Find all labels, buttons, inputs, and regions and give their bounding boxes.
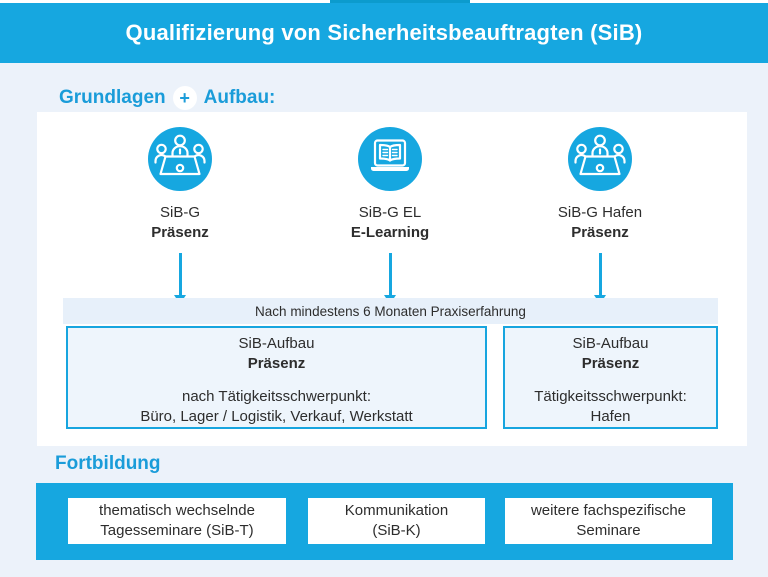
aufbau-label: Aufbau: xyxy=(203,87,276,108)
aufbau-box-general: SiB-Aufbau Präsenz nach Tätigkeitsschwer… xyxy=(66,326,487,429)
aufbau-format: Präsenz xyxy=(581,355,640,372)
seminar-line: Seminare xyxy=(576,522,641,539)
aufbau-focus-label: nach Tätigkeitsschwerpunkt: xyxy=(182,388,371,405)
plus-icon: + xyxy=(172,86,197,110)
aufbau-focus-label: Tätigkeitsschwerpunkt: xyxy=(534,388,687,405)
page-title: Qualifizierung von Sicherheitsbeauftragt… xyxy=(125,20,643,45)
aufbau-focus-values: Büro, Lager / Logistik, Verkauf, Werksta… xyxy=(140,408,413,425)
seminar-line: Tagesseminare (SiB-T) xyxy=(100,522,254,539)
praxis-experience-strip: Nach mindestens 6 Monaten Praxiserfahrun… xyxy=(63,298,718,324)
course-name: SiB-G EL xyxy=(358,204,422,221)
meeting-icon xyxy=(148,127,212,191)
elearning-icon xyxy=(358,127,422,191)
meeting-icon xyxy=(568,127,632,191)
aufbau-focus-values: Hafen xyxy=(590,408,631,425)
down-arrow-icon xyxy=(384,253,396,304)
seminar-line: Kommunikation xyxy=(344,502,449,519)
course-name: SiB-G xyxy=(159,204,200,221)
course-format: E-Learning xyxy=(350,224,430,241)
course-column-sib-g-el: SiB-G EL E-Learning xyxy=(280,127,500,304)
course-column-sib-g: SiB-G Präsenz xyxy=(70,127,290,304)
grundlagen-label: Grundlagen xyxy=(59,87,166,108)
aufbau-format: Präsenz xyxy=(247,355,306,372)
seminar-box-tagesseminare: thematisch wechselnde Tagesseminare (SiB… xyxy=(68,498,286,544)
top-dark-accent-strip xyxy=(330,0,470,4)
seminar-line: thematisch wechselnde xyxy=(99,502,255,519)
fortbildung-label: Fortbildung xyxy=(55,453,161,474)
aufbau-box-hafen: SiB-Aufbau Präsenz Tätigkeitsschwerpunkt… xyxy=(503,326,718,429)
seminar-box-kommunikation: Kommunikation (SiB-K) xyxy=(308,498,485,544)
aufbau-title: SiB-Aufbau xyxy=(572,335,649,352)
seminar-line: (SiB-K) xyxy=(372,522,421,539)
seminar-box-fachspezifisch: weitere fachspezifische Seminare xyxy=(505,498,712,544)
seminar-line: weitere fachspezifische xyxy=(530,502,687,519)
fortbildung-heading: Fortbildung xyxy=(55,453,161,475)
down-arrow-icon xyxy=(594,253,606,304)
fortbildung-bar: thematisch wechselnde Tagesseminare (SiB… xyxy=(36,483,733,560)
title-bar: Qualifizierung von Sicherheitsbeauftragt… xyxy=(0,3,768,63)
aufbau-title: SiB-Aufbau xyxy=(238,335,315,352)
down-arrow-icon xyxy=(174,253,186,304)
course-name: SiB-G Hafen xyxy=(557,204,643,221)
grundlagen-aufbau-heading: Grundlagen + Aufbau: xyxy=(59,86,275,110)
grundlagen-aufbau-panel: SiB-G Präsenz SiB-G EL E-Lea xyxy=(37,112,747,446)
praxis-note: Nach mindestens 6 Monaten Praxiserfahrun… xyxy=(255,303,526,319)
course-format: Präsenz xyxy=(151,224,209,241)
course-column-sib-g-hafen: SiB-G Hafen Präsenz xyxy=(490,127,710,304)
course-format: Präsenz xyxy=(571,224,629,241)
